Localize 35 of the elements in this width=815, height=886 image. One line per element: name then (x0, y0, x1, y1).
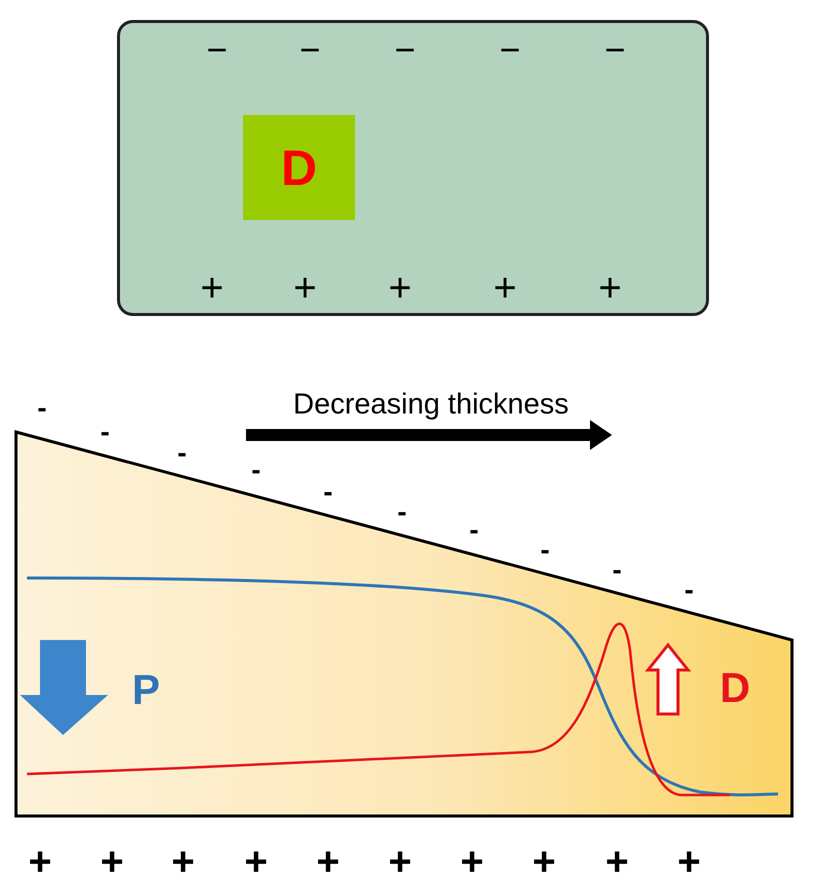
minus-sign: - (684, 576, 694, 604)
polarization-label: P (132, 669, 160, 711)
direction-label: Decreasing thickness (293, 390, 569, 420)
minus-sign: - (100, 418, 110, 446)
plus-sign: + (28, 842, 52, 882)
plus-sign: + (605, 842, 629, 882)
plus-sign: + (388, 842, 412, 882)
minus-sign: - (37, 394, 47, 422)
minus-sign: - (397, 498, 407, 526)
minus-sign: - (177, 439, 187, 467)
minus-sign: − (206, 32, 228, 68)
plus-sign: + (100, 842, 124, 882)
minus-sign: - (612, 556, 622, 584)
plus-sign: + (316, 842, 340, 882)
minus-sign: − (299, 32, 321, 68)
plus-sign: + (171, 842, 195, 882)
field-label-box: D (243, 115, 355, 220)
plus-sign: + (677, 842, 701, 882)
plus-sign: + (388, 268, 412, 308)
minus-sign: - (469, 516, 479, 544)
minus-sign: - (323, 478, 333, 506)
plus-sign: + (244, 842, 268, 882)
minus-sign: − (394, 32, 416, 68)
minus-sign: − (499, 32, 521, 68)
minus-sign: - (251, 456, 261, 484)
field-label: D (720, 667, 750, 709)
plus-sign: + (460, 842, 484, 882)
plus-sign: + (293, 268, 317, 308)
plus-sign: + (493, 268, 517, 308)
plus-sign: + (200, 268, 224, 308)
plus-sign: + (598, 268, 622, 308)
capacitor-panel (117, 20, 709, 316)
plus-sign: + (532, 842, 556, 882)
minus-sign: - (540, 536, 550, 564)
minus-sign: − (604, 32, 626, 68)
